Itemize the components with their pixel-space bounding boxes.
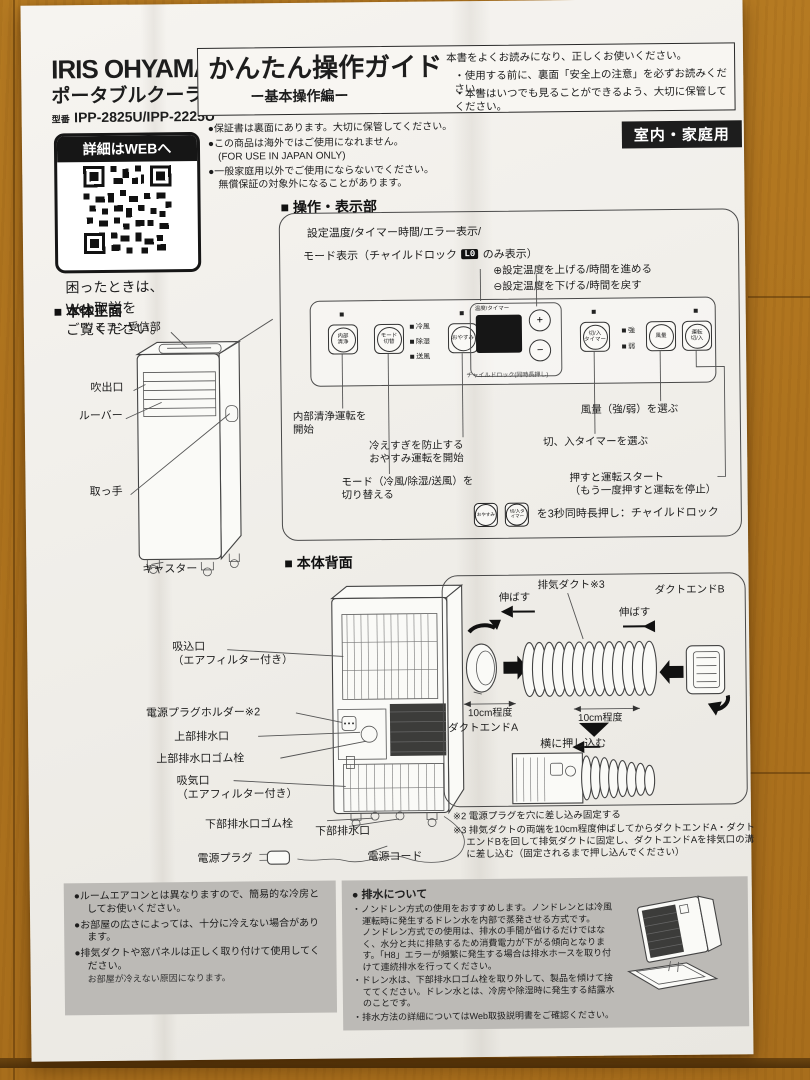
duct-push-label: 横に押し込む	[540, 737, 607, 751]
drain-item-3: ・排水方法の詳細についてはWeb取扱説明書をご確認ください。	[353, 1009, 615, 1023]
rear-label-intake-bottom: 吸気口 （エアフィルター付き）	[176, 774, 298, 802]
model-numbers: IPP-2825U/IPP-2225U	[74, 107, 216, 126]
callout-mode: モード（冷風/除湿/送風）を 切り替える	[341, 475, 474, 502]
caution-item-3: ●排気ダクトや窓パネルは正しく取り付けて使用してください。	[74, 945, 320, 973]
wood-plank-seam	[748, 296, 810, 298]
timer-button-icon: 切/入タイマー	[505, 502, 530, 527]
wood-plank-seam	[748, 772, 810, 774]
duct-assembly-illustration	[463, 592, 731, 805]
front-label-handle: 取っ手	[89, 485, 123, 499]
drain-info-box: ● 排水について ・ノンドレン方式の使用をおすすめします。ノンドレンとは冷風運転…	[341, 876, 750, 1031]
caution-item-1: ●ルームエアコンとは異なりますので、簡易的な冷房としてお使いください。	[73, 888, 320, 915]
qr-code	[83, 165, 172, 255]
model-prefix: 型番	[51, 114, 70, 125]
rear-label-drain-top-plug: 上部排水口ゴム栓	[156, 752, 245, 766]
sleep-button-icon: おやすみ	[473, 502, 498, 528]
title-note-2: ・本書はいつでも見ることができるよう、大切に保管してください。	[454, 85, 727, 114]
wood-plank-seam	[13, 0, 15, 1080]
footnote-3: ※3 排気ダクトの両端を10cm程度伸ばしてからダクトエンドA・ダクトエンドBを…	[453, 822, 755, 861]
callout-timer: 切、入タイマーを選ぶ	[543, 435, 649, 449]
front-label-louver: ルーバー	[78, 409, 123, 423]
brand-logo: IRIS OHYAMA	[51, 52, 212, 85]
front-label-receiver: リモコン受信部	[83, 321, 161, 335]
title-box: かんたん操作ガイド ー基本操作編ー 本書をよくお読みになり、正しくお使いください…	[196, 42, 736, 116]
duct-length-left: 10cm程度	[467, 707, 513, 720]
childlock-instruction: おやすみ 切/入タイマー を3秒同時長押し：チャイルドロック	[473, 501, 719, 528]
panel-leader-lines	[341, 269, 726, 477]
guide-title: かんたん操作ガイド	[208, 51, 443, 84]
rear-label-power-plug: 電源プラグ	[197, 852, 253, 866]
caution-item-2: ●お部屋の広さによっては、十分に冷えない場合があります。	[74, 917, 320, 944]
duct-end-b-label: ダクトエンドB	[654, 583, 725, 597]
caution-sub-note: お部屋が冷えない原因になります。	[87, 972, 231, 984]
title-lead: 本書をよくお読みになり、正しくお使いください。	[446, 49, 688, 65]
callout-fan: 風量（強/弱）を選ぶ	[580, 402, 679, 416]
callout-clean: 内部清浄運転を 開始	[292, 410, 367, 437]
rear-unit-illustration	[227, 584, 465, 865]
wood-plank-gap	[0, 1058, 810, 1068]
guide-subtitle: ー基本操作編ー	[250, 87, 349, 105]
rear-label-drain-top: 上部排水口	[174, 730, 230, 744]
footnote-2: ※2 電源プラグを穴に差し込み固定する	[452, 809, 621, 823]
duct-length-right: 10cm程度	[577, 712, 623, 725]
rear-label-intake-top: 吸込口 （エアフィルター付き）	[172, 640, 294, 668]
callout-power: 押すと運転スタート （もう一度押すと運転を停止）	[569, 471, 717, 498]
manual-page: IRIS OHYAMA ポータブルクーラー 型番 IPP-2825U/IPP-2…	[20, 0, 755, 1062]
qr-card: 詳細はWEBへ	[53, 131, 202, 274]
rear-label-drain-bottom-plug: 下部排水口ゴム栓	[205, 818, 294, 831]
caution-box: ●ルームエアコンとは異なりますので、簡易的な冷房としてお使いください。 ●お部屋…	[63, 880, 338, 1016]
rear-label-drain-bottom: 下部排水口	[315, 825, 371, 838]
duct-end-a-label: ダクトエンドA	[448, 721, 519, 735]
rear-label-power-cord: 電源コード	[367, 850, 423, 864]
duct-extend-left: 伸ばす	[498, 591, 531, 604]
tilted-unit-illustration	[627, 895, 722, 990]
warranty-note-3: ●一般家庭用以外でご使用にならないでください。 無償保証の対象外になることがあり…	[208, 164, 435, 191]
duct-assembly-box: 排気ダクト※3 伸ばす 伸ばす ダクトエンドB 10cm程度 10cm程度 ダク…	[441, 572, 748, 808]
rear-label-plug-holder: 電源プラグホルダー※2	[145, 706, 261, 720]
usage-badge: 室内・家庭用	[621, 120, 743, 149]
callout-sleep: 冷えすぎを防止する おやすみ運転を開始	[369, 439, 464, 466]
front-unit-illustration	[125, 318, 274, 577]
duct-label: 排気ダクト※3	[537, 578, 605, 592]
duct-extend-right: 伸ばす	[618, 606, 651, 619]
warranty-note-2: ●この商品は海外ではご使用になれません。 (FOR USE IN JAPAN O…	[207, 136, 404, 163]
qr-caption: 詳細はWEBへ	[56, 134, 198, 163]
front-label-outlet: 吹出口	[90, 381, 124, 395]
